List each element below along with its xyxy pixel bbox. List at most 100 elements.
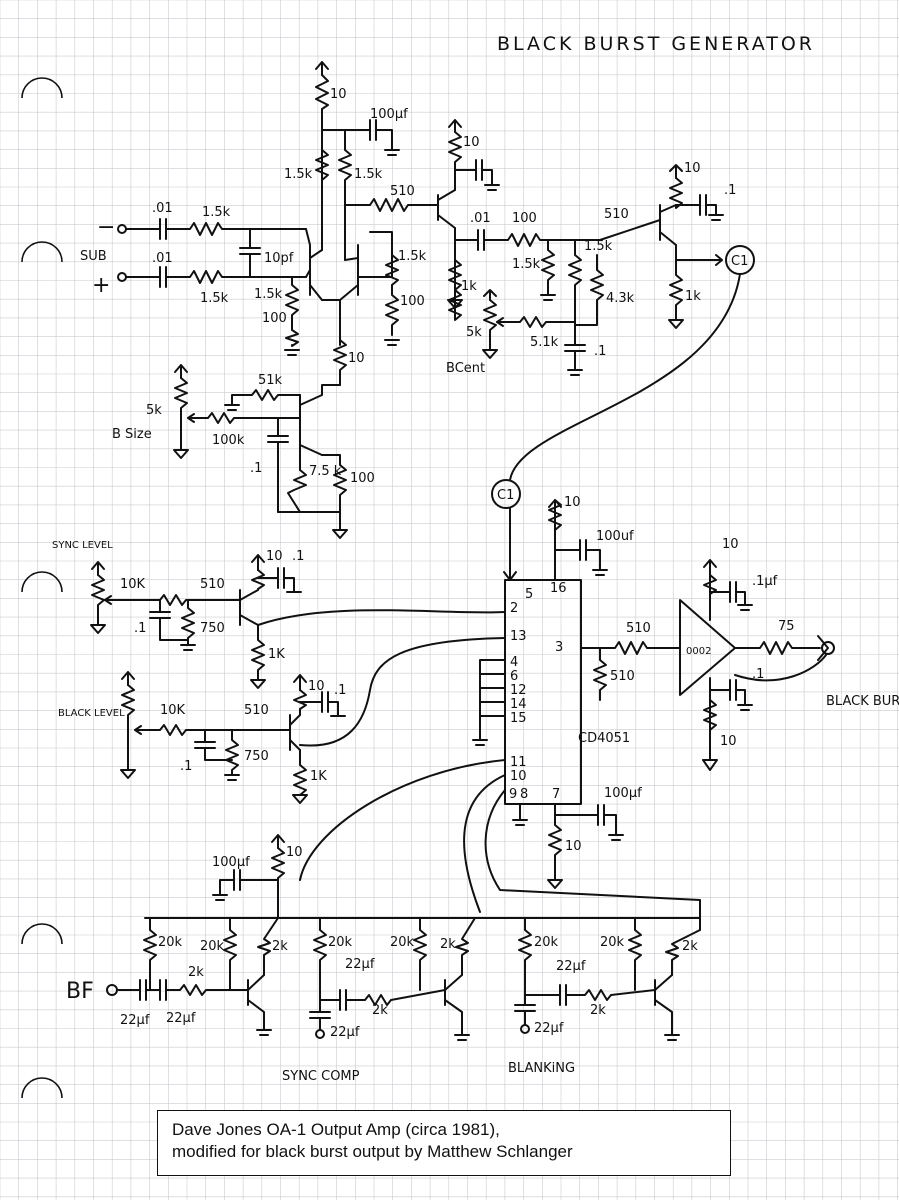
label-51k: 51k bbox=[258, 373, 283, 388]
label-20k-b: 20k bbox=[200, 939, 225, 954]
label-.1-f: .1 bbox=[180, 759, 192, 774]
label-2k-d: 2k bbox=[440, 937, 456, 952]
label-4.3k: 4.3k bbox=[606, 291, 635, 306]
label-10-bot: 10 bbox=[286, 845, 303, 860]
label-.1-op: .1 bbox=[752, 667, 764, 682]
pin-15: 15 bbox=[510, 711, 527, 726]
label-100uf-ic: 100uf bbox=[596, 529, 634, 544]
pin-10: 10 bbox=[510, 769, 527, 784]
label-.1-e2: .1 bbox=[134, 621, 146, 636]
label-22uf-b: 22μf bbox=[166, 1011, 196, 1026]
pin-11: 11 bbox=[510, 755, 527, 770]
label-.1uf: .1μf bbox=[752, 574, 778, 589]
label-10-mid: 10 bbox=[348, 351, 365, 366]
pin-9: 9 bbox=[509, 787, 517, 802]
label-1k-c: 1K bbox=[268, 647, 285, 662]
pin-12: 12 bbox=[510, 683, 527, 698]
label-5k-pot: 5k bbox=[146, 403, 162, 418]
label-10-top: 10 bbox=[330, 87, 347, 102]
label-22uf-d: 22μf bbox=[345, 957, 375, 972]
label-1k-a: 1k bbox=[461, 279, 477, 294]
label-.01-b: .01 bbox=[152, 251, 173, 266]
label-510-a: 510 bbox=[390, 184, 415, 199]
pin-13: 13 bbox=[510, 629, 527, 644]
label-.1-f2: .1 bbox=[334, 683, 346, 698]
label-10-ic: 10 bbox=[564, 495, 581, 510]
label-.1-d: .1 bbox=[594, 344, 606, 359]
label-1.5k-in2: 1.5k bbox=[200, 291, 229, 306]
label-10-b2: 10 bbox=[308, 679, 325, 694]
label-2k-e: 2k bbox=[590, 1003, 606, 1018]
caption-line-1: Dave Jones OA-1 Output Amp (circa 1981), bbox=[172, 1120, 500, 1139]
label-100uf-bot: 100μf bbox=[604, 786, 642, 801]
label-10k-a: 10K bbox=[120, 577, 146, 592]
label-2k-f: 2k bbox=[682, 939, 698, 954]
label-20k-f: 20k bbox=[600, 935, 625, 950]
pin-7: 7 bbox=[552, 787, 560, 802]
label-2k-a: 2k bbox=[188, 965, 204, 980]
bottom-timing-section: 10 100μf BF 22μf 22μf 2k 20k 20k 2k 20k … bbox=[66, 759, 701, 1084]
label-sync-level: SYNC LEVEL bbox=[52, 540, 113, 551]
label-10-c: 10 bbox=[684, 161, 701, 176]
label-.01-c: .01 bbox=[470, 211, 491, 226]
opamp-label: 0002 bbox=[686, 646, 711, 657]
label-plus: + bbox=[92, 273, 110, 298]
label-1.5k-a: 1.5k bbox=[284, 167, 313, 182]
label-10-op1: 10 bbox=[722, 537, 739, 552]
pin-6: 6 bbox=[510, 669, 518, 684]
label-1.5k-e: 1.5k bbox=[512, 257, 541, 272]
connector-c1-a: C1 bbox=[731, 254, 748, 269]
burst-size-section: 5k B Size 100k 51k .1 7.5 k 100 bbox=[112, 364, 375, 539]
pin-4: 4 bbox=[510, 655, 518, 670]
label-1k-b: 1k bbox=[685, 289, 701, 304]
label-100-a: 100 bbox=[262, 311, 287, 326]
sync-level-section: SYNC LEVEL 10K 510 .1 750 10 .1 1K bbox=[52, 540, 506, 689]
label-minus: − bbox=[97, 215, 115, 240]
black-level-section: BLACK LEVEL 10K 510 .1 750 10 .1 1K bbox=[58, 637, 506, 804]
label-10k-b: 10K bbox=[160, 703, 186, 718]
label-10-op2: 10 bbox=[720, 734, 737, 749]
label-b-size: B Size bbox=[112, 427, 152, 442]
label-10pf: 10pf bbox=[264, 251, 294, 266]
c1-link-wire bbox=[509, 273, 741, 481]
cd4051-mux: CD4051 5 2 16 13 3 4 6 12 14 15 11 10 9 … bbox=[472, 495, 642, 889]
label-10-ic2: 10 bbox=[565, 839, 582, 854]
caption-line-2: modified for black burst output by Matth… bbox=[172, 1142, 573, 1161]
label-510-gnd: 510 bbox=[610, 669, 635, 684]
label-2k-c: 2k bbox=[372, 1003, 388, 1018]
label-1.5k-d: 1.5k bbox=[398, 249, 427, 264]
input-differential-amp: 10 100μf 1.5k 1.5k 510 − + SUB .01 .01 1… bbox=[80, 61, 439, 386]
label-1.5k-b: 1.5k bbox=[354, 167, 383, 182]
binder-holes bbox=[21, 77, 63, 1099]
label-22uf-c: 22μf bbox=[330, 1025, 360, 1040]
label-.1-e: .1 bbox=[724, 183, 736, 198]
label-.1-c: .1 bbox=[250, 461, 262, 476]
pin-8: 8 bbox=[520, 787, 528, 802]
label-22uf-e: 22μf bbox=[534, 1021, 564, 1036]
label-1.5k-in1: 1.5k bbox=[202, 205, 231, 220]
top-output-stage: 10 .01 100 1k 1.5k 1.5k 4.3k .1 5k 5.1k … bbox=[437, 119, 755, 376]
label-2k-b: 2k bbox=[272, 939, 288, 954]
caption-box: Dave Jones OA-1 Output Amp (circa 1981),… bbox=[157, 1110, 731, 1176]
label-1k-d: 1K bbox=[310, 769, 327, 784]
label-750-a: 750 bbox=[200, 621, 225, 636]
label-10-b: 10 bbox=[463, 135, 480, 150]
label-510-c: 510 bbox=[200, 577, 225, 592]
pin-3: 3 bbox=[555, 640, 563, 655]
label-100-c: 100 bbox=[512, 211, 537, 226]
label-.1-s: .1 bbox=[292, 549, 304, 564]
label-sub: SUB bbox=[80, 249, 107, 264]
label-750-b: 750 bbox=[244, 749, 269, 764]
label-100uf-bot2: 100μf bbox=[212, 855, 250, 870]
label-20k-d: 20k bbox=[390, 935, 415, 950]
label-black-level: BLACK LEVEL bbox=[58, 708, 125, 719]
label-sync-comp: SYNC COMP bbox=[282, 1069, 360, 1084]
label-bcent: BCent bbox=[446, 361, 485, 376]
label-20k-e: 20k bbox=[534, 935, 559, 950]
label-510-b: 510 bbox=[604, 207, 629, 222]
pin-5: 5 bbox=[525, 587, 533, 602]
label-.01-a: .01 bbox=[152, 201, 173, 216]
label-510-d: 510 bbox=[244, 703, 269, 718]
